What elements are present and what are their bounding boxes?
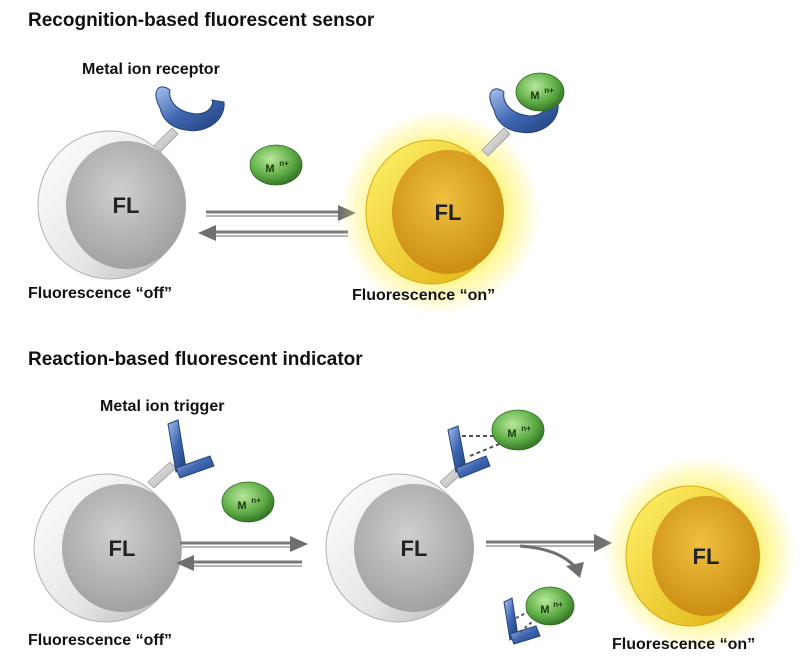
bottom-heading: Reaction-based fluorescent indicator xyxy=(28,349,363,370)
bottom-equilibrium-arrows xyxy=(176,536,308,571)
product-fluorophore-on-disk xyxy=(625,485,760,627)
product-fluorophore-label: FL xyxy=(693,544,720,569)
fluorophore-label: FL xyxy=(113,193,140,218)
top-off-label: Fluorescence “off” xyxy=(28,285,172,302)
intermediate-fluorophore-label: FL xyxy=(401,536,428,561)
metal-ion-trigger-icon xyxy=(167,419,215,479)
bottom-fluorophore-label: FL xyxy=(109,536,136,561)
bottom-off-label: Fluorescence “off” xyxy=(28,632,172,649)
fluorophore-on-disk xyxy=(365,139,504,285)
released-metal-ion-symbol: M xyxy=(540,604,549,616)
reaction-arrow xyxy=(486,534,612,552)
top-bound-stem xyxy=(481,127,511,157)
bottom-fluorophore-off-disk xyxy=(33,473,182,623)
intermediate-fluorophore-disk xyxy=(325,473,474,623)
intermediate-metal-ion-charge: n+ xyxy=(521,424,531,433)
released-trigger-icon xyxy=(503,597,541,645)
metal-ion-icon xyxy=(249,144,303,186)
released-metal-ion-icon xyxy=(525,586,575,626)
top-on-label: Fluorescence “on” xyxy=(352,287,495,304)
intermediate-metal-ion-icon xyxy=(491,409,545,451)
metal-ion-symbol: M xyxy=(265,163,274,175)
bottom-metal-ion-icon xyxy=(221,481,275,523)
fluorophore-off-disk xyxy=(37,130,186,280)
intermediate-metal-ion-symbol: M xyxy=(507,428,516,440)
top-heading: Recognition-based fluorescent sensor xyxy=(28,10,375,31)
bottom-metal-ion-charge: n+ xyxy=(251,496,261,505)
bottom-trigger-stem xyxy=(147,461,177,489)
bound-metal-ion-symbol: M xyxy=(530,90,539,102)
receptor-label: Metal ion receptor xyxy=(82,61,220,78)
released-coordination-bonds xyxy=(515,611,533,633)
trigger-label: Metal ion trigger xyxy=(100,398,224,415)
bound-metal-ion-icon xyxy=(515,72,565,112)
bound-metal-ion-charge: n+ xyxy=(544,86,554,95)
top-equilibrium-arrows xyxy=(198,205,356,241)
release-curved-arrow xyxy=(519,544,584,578)
metal-ion-receptor-icon xyxy=(155,86,225,132)
fluorophore-on-label: FL xyxy=(435,200,462,225)
bottom-on-label: Fluorescence “on” xyxy=(612,636,755,653)
bottom-metal-ion-symbol: M xyxy=(237,500,246,512)
metal-ion-charge: n+ xyxy=(279,159,289,168)
released-metal-ion-charge: n+ xyxy=(553,600,563,609)
intermediate-trigger-icon xyxy=(447,425,491,479)
